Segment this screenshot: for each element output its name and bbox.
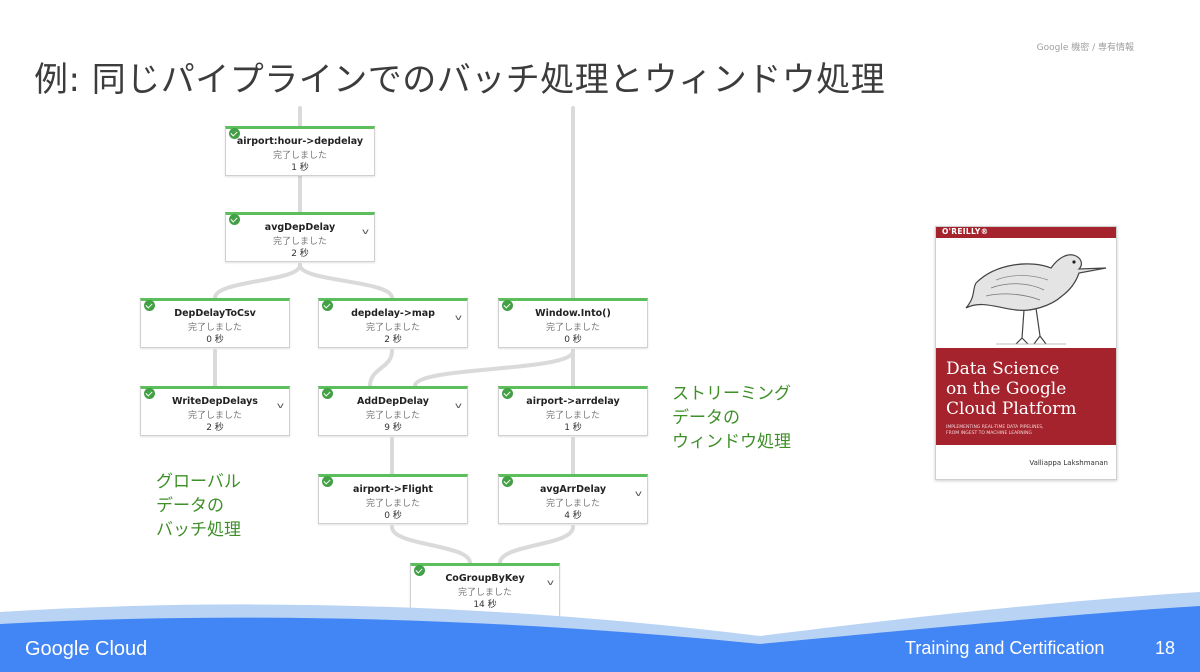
node-time: 4 秒 — [564, 511, 582, 521]
book-title-line: Data Science — [946, 359, 1060, 379]
node-name: airport->arrdelay — [526, 396, 620, 407]
node-status: 完了しました — [545, 323, 600, 333]
page-number: 18 — [1155, 638, 1176, 658]
node-name: WriteDepDelays — [172, 396, 258, 407]
check-circle-icon — [322, 476, 333, 487]
footer-program: Training and Certification — [905, 638, 1105, 658]
pipeline-node-airport-arrdelay[interactable]: airport->arrdelay 完了しました 1 秒 — [498, 386, 648, 436]
node-time: 0 秒 — [206, 335, 224, 345]
node-name: CoGroupByKey — [445, 573, 525, 584]
node-name: depdelay->map — [351, 308, 435, 319]
node-time: 2 秒 — [206, 423, 224, 433]
chevron-down-icon[interactable]: v — [455, 313, 463, 322]
book-title: Data Science on the Google Cloud Platfor… — [946, 359, 1111, 419]
node-time: 14 秒 — [473, 600, 497, 610]
chevron-down-icon[interactable]: v — [635, 489, 643, 498]
edge-n10-n11 — [498, 525, 575, 565]
node-status: 完了しました — [545, 411, 600, 421]
node-status: 完了しました — [457, 588, 512, 598]
node-time: 1 秒 — [291, 163, 309, 173]
edge-n2-n3 — [213, 263, 302, 300]
node-time: 2 秒 — [291, 249, 309, 259]
node-status: 完了しました — [545, 499, 600, 509]
slide-title: 例: 同じパイプラインでのバッチ処理とウィンドウ処理 — [34, 60, 886, 100]
node-time: 2 秒 — [384, 335, 402, 345]
pipeline-node-cogroupbykey[interactable]: v CoGroupByKey 完了しました 14 秒 — [410, 563, 560, 617]
node-name: airport->Flight — [353, 484, 433, 495]
edge-n9-n11 — [390, 525, 472, 565]
book-title-line: on the Google — [946, 379, 1067, 399]
annotation-line: データの — [156, 496, 224, 516]
check-circle-icon — [502, 476, 513, 487]
check-circle-icon — [322, 388, 333, 399]
check-circle-icon — [502, 300, 513, 311]
node-status: 完了しました — [187, 323, 242, 333]
pipeline-node-depdelay-map[interactable]: v depdelay->map 完了しました 2 秒 — [318, 298, 468, 348]
node-status: 完了しました — [272, 237, 327, 247]
chevron-down-icon[interactable]: v — [362, 227, 370, 236]
google-cloud-logo: Google Cloud — [25, 638, 148, 660]
check-circle-icon — [322, 300, 333, 311]
check-circle-icon — [229, 128, 240, 139]
annotation-line: データの — [672, 408, 740, 428]
node-status: 完了しました — [365, 323, 420, 333]
node-status: 完了しました — [187, 411, 242, 421]
node-time: 0 秒 — [384, 511, 402, 521]
node-status: 完了しました — [365, 411, 420, 421]
annotation-global: グローバル データの バッチ処理 — [156, 470, 241, 542]
chevron-down-icon[interactable]: v — [547, 578, 555, 587]
node-name: airport:hour->depdelay — [236, 136, 364, 147]
pipeline-node-avgdepdelay[interactable]: v avgDepDelay 完了しました 2 秒 — [225, 212, 375, 262]
chevron-down-icon[interactable]: v — [455, 401, 463, 410]
check-circle-icon — [414, 565, 425, 576]
annotation-line: ストリーミング — [672, 384, 791, 404]
book-author: Valliappa Lakshmanan — [1029, 459, 1108, 467]
node-name: avgArrDelay — [539, 484, 607, 495]
book-subtitle-line: IMPLEMENTING REAL-TIME DATA PIPELINES, — [946, 425, 1044, 430]
chevron-down-icon[interactable]: v — [277, 401, 285, 410]
annotation-streaming: ストリーミング データの ウィンドウ処理 — [672, 382, 791, 454]
pipeline-node-airport-flight[interactable]: airport->Flight 完了しました 0 秒 — [318, 474, 468, 524]
node-name: Window.Into() — [535, 308, 611, 319]
node-name: AddDepDelay — [357, 396, 429, 407]
node-status: 完了しました — [365, 499, 420, 509]
book-cover: O'REILLY® Data Science on the Google Clo… — [935, 226, 1117, 480]
edge-n4-n7 — [368, 349, 394, 388]
book-subtitle-line: FROM INGEST TO MACHINE LEARNING — [946, 431, 1032, 436]
check-circle-icon — [229, 214, 240, 225]
check-circle-icon — [144, 388, 155, 399]
book-title-block — [936, 348, 1116, 445]
check-circle-icon — [144, 300, 155, 311]
book-publisher-bar — [936, 227, 1116, 238]
bird-illustration-icon — [965, 254, 1107, 345]
pipeline-node-window-into[interactable]: Window.Into() 完了しました 0 秒 — [498, 298, 648, 348]
confidential-label: Google 機密 / 専有情報 — [1036, 43, 1134, 53]
pipeline-node-writedepdelays[interactable]: v WriteDepDelays 完了しました 2 秒 — [140, 386, 290, 436]
book-subtitle: IMPLEMENTING REAL-TIME DATA PIPELINES, F… — [946, 425, 1111, 437]
pipeline-node-avgarrdelay[interactable]: v avgArrDelay 完了しました 4 秒 — [498, 474, 648, 524]
node-status: 完了しました — [272, 151, 327, 161]
annotation-line: ウィンドウ処理 — [672, 432, 791, 452]
annotation-line: グローバル — [156, 472, 241, 492]
book-publisher: O'REILLY® — [942, 227, 989, 236]
node-time: 1 秒 — [564, 423, 582, 433]
pipeline-node-depdelaytocsv[interactable]: DepDelayToCsv 完了しました 0 秒 — [140, 298, 290, 348]
node-name: DepDelayToCsv — [174, 308, 256, 319]
edge-n5-n7 — [413, 349, 575, 388]
book-title-line: Cloud Platform — [946, 399, 1077, 419]
node-name: avgDepDelay — [264, 222, 336, 233]
pipeline-node-adddepdelay[interactable]: v AddDepDelay 完了しました 9 秒 — [318, 386, 468, 436]
node-time: 9 秒 — [384, 423, 402, 433]
check-circle-icon — [502, 388, 513, 399]
annotation-line: バッチ処理 — [156, 520, 241, 540]
node-time: 0 秒 — [564, 335, 582, 345]
pipeline-node-airport-hour-depdelay[interactable]: airport:hour->depdelay 完了しました 1 秒 — [225, 126, 375, 176]
edge-n2-n4 — [298, 263, 394, 300]
